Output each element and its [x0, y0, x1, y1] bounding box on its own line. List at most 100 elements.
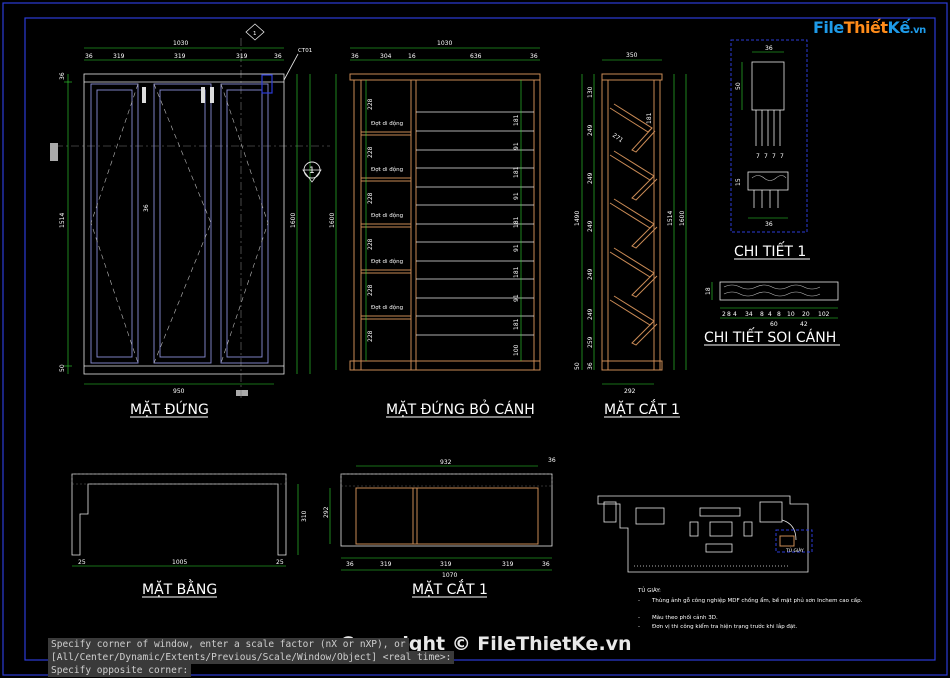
front-elevation-no-door: Đợt di động Đợt di động Đợt di động Đợt …: [329, 40, 541, 418]
dim-nd-seg-v: 228: [367, 146, 374, 158]
dim-s1-seg: 249: [587, 172, 594, 184]
dim-nd-seg: 36: [351, 53, 359, 60]
dim-nd-seg: 36: [530, 53, 538, 60]
dim-d1-h: 50: [735, 82, 742, 90]
dim-front-top-seg: 319: [113, 53, 125, 60]
shelf-label: Đợt di động: [371, 258, 403, 265]
title-front-elevation: MẶT ĐỨNG: [130, 400, 209, 418]
dim-plan-w: 1005: [172, 559, 187, 566]
section-1-horizontal: 932 36 292 1070 36 319 319 319 36 MẶT CẮ…: [323, 457, 556, 598]
dim-groove-seg: 4: [768, 311, 772, 318]
shelf-label: Đợt di động: [371, 304, 403, 311]
dim-front-left: 1514: [59, 213, 66, 228]
dim-nd-top: 1030: [437, 40, 452, 47]
dim-d1-small: 7: [772, 153, 776, 160]
copyright-watermark: Copyright © FileThietKe.vn: [340, 633, 632, 655]
dim-nd-right: 91: [513, 142, 520, 150]
dim-nd-right: 91: [513, 192, 520, 200]
command-line: Specify corner of window, enter a scale …: [48, 638, 409, 651]
dim-s1b-seg: 319: [440, 561, 452, 568]
dim-nd-seg-v: 228: [367, 98, 374, 110]
dim-nd-seg: 636: [470, 53, 482, 60]
dim-s1-seg: 249: [587, 220, 594, 232]
dim-nd-right: 181: [513, 266, 520, 278]
dim-s1-bl: 50: [574, 362, 581, 370]
detail-door-groove: 18 2 8 4 34 8 4 8 10 20 102 60 42 CHI TI…: [704, 281, 840, 346]
dim-s1b-seg: 319: [502, 561, 514, 568]
title-plan: MẶT BẰNG: [142, 579, 217, 598]
dim-groove-seg: 102: [818, 311, 830, 318]
title-section-1b: MẶT CẮT 1: [412, 579, 488, 598]
dim-plan-h: 310: [301, 510, 308, 522]
shelf-label: Đợt di động: [371, 120, 403, 127]
title-section-1: MẶT CẮT 1: [604, 399, 680, 418]
command-line-history: Specify corner of window, enter a scale …: [48, 638, 468, 677]
dim-nd-right: 91: [513, 244, 520, 252]
location-floor-plan: TỦ GIÀY: [597, 495, 813, 573]
dim-nd-seg-v: 228: [367, 330, 374, 342]
dim-groove-seg: 2: [722, 311, 726, 318]
dim-groove-seg: 8: [760, 311, 764, 318]
title-detail-1: CHI TIẾT 1: [734, 241, 806, 260]
dim-groove-bottom: 60: [770, 321, 778, 328]
dim-nd-right: 181: [513, 166, 520, 178]
dim-s1-top: 350: [626, 52, 638, 59]
dim-plan-l: 25: [78, 559, 86, 566]
dim-front-right: 1600: [290, 213, 297, 228]
dim-nd-seg: 304: [380, 53, 392, 60]
command-line: [All/Center/Dynamic/Extents/Previous/Sca…: [48, 651, 455, 664]
command-line[interactable]: Specify opposite corner:: [48, 664, 192, 677]
dim-front-mid: 36: [143, 204, 150, 212]
section-marker-right: 1: [309, 166, 315, 176]
note-item-3: Đơn vị thi công kiểm tra hiện trạng trướ…: [652, 623, 797, 630]
notes: TỦ GIÀY: - Thùng ảnh gỗ công nghiệp MDF …: [637, 586, 863, 630]
dim-d1-w: 36: [765, 45, 773, 52]
dim-s1b-top: 932: [440, 459, 452, 466]
dim-front-bl: 50: [59, 364, 66, 372]
dim-s1-seg: 130: [587, 86, 594, 98]
dim-groove-seg: 10: [787, 311, 795, 318]
dim-s1-seg: 259: [587, 336, 594, 348]
dim-s1b-top-r: 36: [548, 457, 556, 464]
dim-front-bottom: 950: [173, 388, 185, 395]
title-detail-groove: CHI TIẾT SOI CÁNH: [704, 327, 836, 346]
dim-nd-seg-v: 228: [367, 284, 374, 296]
dim-front-top-seg: 36: [85, 53, 93, 60]
dim-d1-w: 36: [765, 221, 773, 228]
dim-groove-h: 18: [705, 287, 712, 295]
dim-front-tl: 36: [59, 72, 66, 80]
note-bullet: -: [638, 598, 640, 604]
dim-nd-right: 181: [513, 318, 520, 330]
dim-s1b-seg: 319: [380, 561, 392, 568]
dim-s1b-left: 292: [323, 506, 330, 518]
location-label: TỦ GIÀY: [785, 546, 804, 554]
logo-text: FileThiếtKế.vn: [813, 18, 926, 37]
notes-heading: TỦ GIÀY:: [637, 586, 661, 594]
dim-nd-seg: 16: [408, 53, 416, 60]
dim-s1-right: 1514: [667, 211, 674, 226]
front-elevation: 1030 36 319 319 319 36 950 1514 1600 36 …: [50, 23, 330, 418]
shelf-label: Đợt di động: [371, 166, 403, 173]
title-front-no-door: MẶT ĐỨNG BỎ CÁNH: [386, 399, 535, 418]
dim-plan-r: 25: [276, 559, 284, 566]
section-1-vertical: 350 292 1490 1514 1600 130 249 249 249 2…: [574, 52, 687, 418]
dim-nd-right: 91: [513, 294, 520, 302]
inner-frame: [24, 17, 936, 661]
dim-nd-left: 1600: [329, 213, 336, 228]
dim-groove-seg: 8: [727, 311, 731, 318]
plan-view: 1005 25 25 310 MẶT BẰNG: [71, 473, 308, 598]
dim-s1b-seg: 36: [542, 561, 550, 568]
note-item-2: Màu theo phối cảnh 3D.: [652, 614, 718, 621]
label-ct01: CT01: [298, 48, 312, 54]
filethietke-logo[interactable]: FileThiếtKế.vn: [813, 14, 926, 44]
dim-groove-bottom: 42: [800, 321, 808, 328]
section-marker-top: 1: [253, 31, 257, 37]
dim-nd-right: 100: [513, 344, 520, 356]
dim-s1-d2: 271: [611, 132, 625, 144]
note-item-1: Thùng ảnh gỗ công nghiệp MDF chống ẩm, b…: [651, 596, 863, 604]
dim-s1-seg: 249: [587, 268, 594, 280]
dim-front-top: 1030: [173, 40, 188, 47]
dim-s1-seg: 249: [587, 124, 594, 136]
